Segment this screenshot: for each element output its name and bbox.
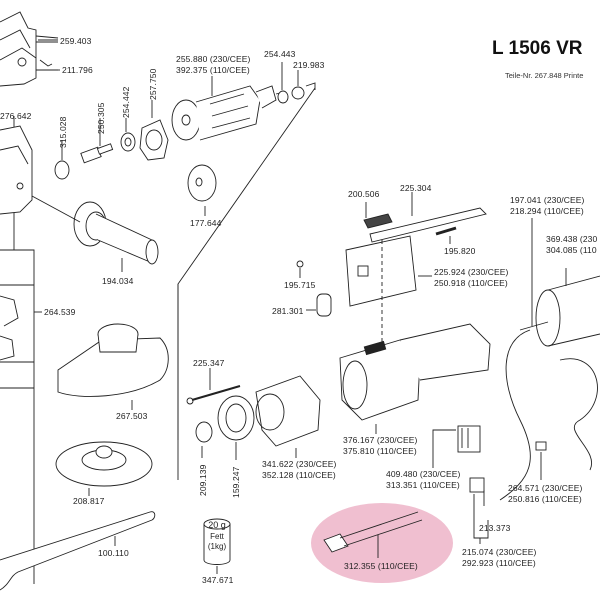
part-label-352128[interactable]: 352.128 (110/CEE) (262, 470, 336, 480)
part-label-100110[interactable]: 100.110 (98, 548, 129, 558)
gear-head-housing-drawing (0, 11, 59, 87)
part-label-304085[interactable]: 304.085 (110 (546, 245, 597, 255)
part-label-195820[interactable]: 195.820 (444, 246, 476, 256)
part-label-218294[interactable]: 218.294 (110/CEE) (510, 206, 584, 216)
part-label-208817[interactable]: 208.817 (73, 496, 105, 506)
part-label-254443[interactable]: 254.443 (264, 49, 296, 59)
grease-name: Fett (1kg) (203, 532, 231, 552)
part-label-315028[interactable]: 315.028 (58, 116, 68, 148)
part-label-250816[interactable]: 250.816 (110/CEE) (508, 494, 582, 504)
part-label-292923[interactable]: 292.923 (110/CEE) (462, 558, 536, 568)
part-label-392375[interactable]: 392.375 (110/CEE) (176, 65, 250, 75)
rear-housing-drawing (519, 275, 600, 347)
part-label-225347[interactable]: 225.347 (193, 358, 225, 368)
grease-tub-drawing (203, 518, 231, 565)
part-label-376167[interactable]: 376.167 (230/CEE) (343, 435, 418, 445)
part-label-177644[interactable]: 177.644 (190, 218, 222, 228)
armature-drawing (171, 85, 285, 141)
part-label-197041[interactable]: 197.041 (230/CEE) (510, 195, 585, 205)
part-label-259403[interactable]: 259.403 (60, 36, 92, 46)
part-list-subtitle: Teile-Nr. 267.848 Printe (505, 71, 584, 80)
switch-drawing (457, 425, 481, 453)
housing-drawing (0, 125, 33, 215)
part-label-213373[interactable]: 213.373 (479, 523, 511, 533)
spindle-drawing (80, 143, 114, 164)
model-title: L 1506 VR (492, 38, 583, 59)
part-label-347671[interactable]: 347.671 (202, 575, 234, 585)
cable-drawing (499, 329, 531, 501)
part-label-254442[interactable]: 254.442 (121, 86, 131, 118)
part-label-211796[interactable]: 211.796 (62, 65, 93, 75)
grease-amount: 20 g (208, 520, 226, 530)
part-label-312355[interactable]: 312.355 (110/CEE) (344, 561, 418, 571)
part-label-215074[interactable]: 215.074 (230/CEE) (462, 547, 537, 557)
part-label-257750[interactable]: 257.750 (148, 68, 158, 100)
flange-disc-drawing (55, 441, 153, 487)
side-handle-drawing (31, 195, 159, 265)
part-label-200506[interactable]: 200.506 (348, 189, 380, 199)
part-label-281301[interactable]: 281.301 (272, 306, 304, 316)
part-label-375810[interactable]: 375.810 (110/CEE) (343, 446, 417, 456)
grease-label: Fett (210, 532, 224, 541)
capacitor-drawing (316, 293, 332, 317)
motor-housing-drawing (339, 323, 491, 421)
part-label-409480[interactable]: 409.480 (230/CEE) (386, 469, 461, 479)
part-label-267503[interactable]: 267.503 (116, 411, 148, 421)
field-coil-drawing (255, 375, 321, 447)
part-label-159247[interactable]: 159.247 (231, 466, 241, 498)
part-label-194034[interactable]: 194.034 (102, 276, 134, 286)
part-label-264539[interactable]: 264.539 (44, 307, 76, 317)
wheel-guard-drawing (57, 323, 169, 397)
part-label-225304[interactable]: 225.304 (400, 183, 432, 193)
part-label-225924[interactable]: 225.924 (230/CEE) (434, 267, 509, 277)
grease-tub: 20 g Fett (1kg) (203, 520, 231, 564)
switch-lever-drawing (369, 207, 487, 243)
part-label-209139[interactable]: 209.139 (198, 464, 208, 496)
part-label-313351[interactable]: 313.351 (110/CEE) (386, 480, 460, 490)
grease-pack: (1kg) (207, 542, 227, 551)
part-label-250305[interactable]: 250.305 (96, 102, 106, 134)
part-label-255880[interactable]: 255.880 (230/CEE) (176, 54, 251, 64)
part-label-195715[interactable]: 195.715 (284, 280, 316, 290)
part-label-341622[interactable]: 341.622 (230/CEE) (262, 459, 337, 469)
suppressor-drawing (323, 511, 423, 553)
part-label-250918[interactable]: 250.918 (110/CEE) (434, 278, 508, 288)
o-ring-drawing (54, 160, 70, 180)
part-label-219983[interactable]: 219.983 (293, 60, 325, 70)
part-label-264571[interactable]: 264.571 (230/CEE) (508, 483, 583, 493)
switch-housing-drawing (345, 235, 417, 307)
part-label-369438[interactable]: 369.438 (230 (546, 234, 598, 244)
spanner-drawing (0, 511, 156, 591)
part-label-276642[interactable]: 276.642 (0, 111, 32, 121)
